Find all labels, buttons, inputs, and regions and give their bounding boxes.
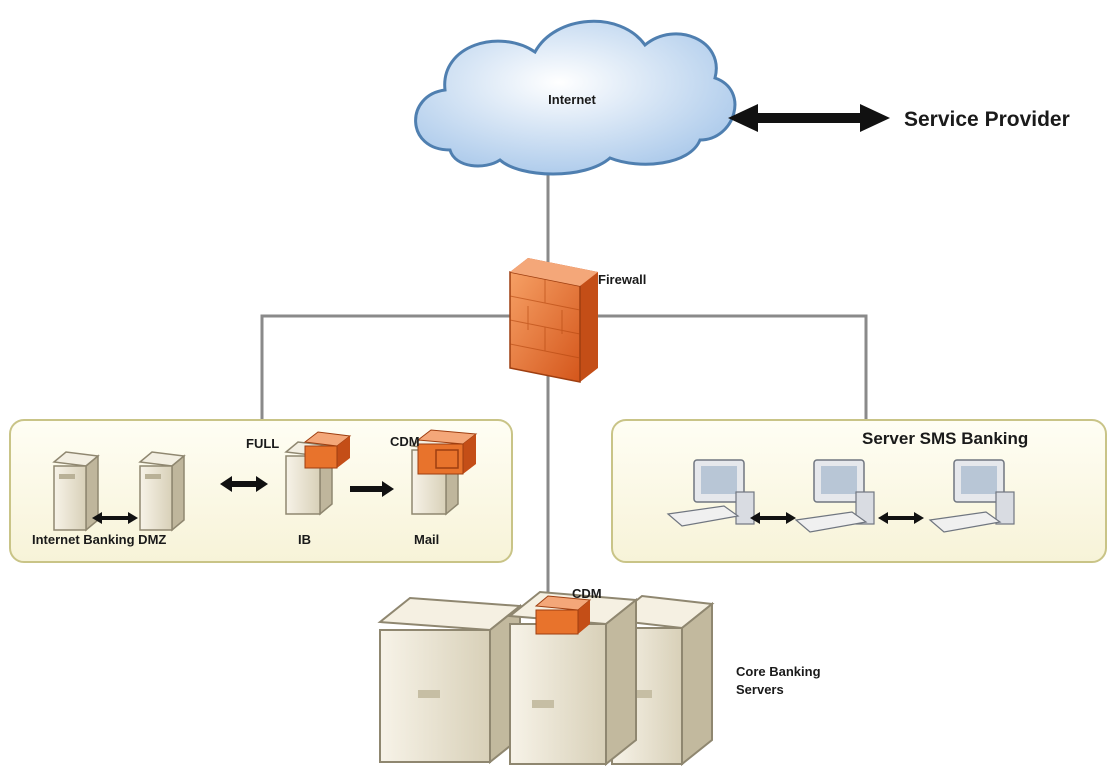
sms-banking-panel: Server SMS Banking (611, 419, 1107, 563)
ib-firewall-module-icon (303, 431, 352, 469)
full-label: FULL (246, 436, 279, 451)
core-banking-servers-icon (377, 590, 715, 767)
sms-link-arrow (878, 512, 924, 524)
cdm-mail-label: CDM (390, 434, 420, 449)
dmz-server-icon (138, 451, 186, 532)
firewall-label: Firewall (598, 272, 646, 287)
internet-label: Internet (548, 92, 596, 107)
core-banking-servers-label: Servers (736, 682, 784, 697)
internet-banking-dmz-label: Internet Banking DMZ (32, 532, 166, 547)
service-provider-label: Service Provider (904, 108, 1070, 131)
ib-to-mail-arrow (350, 481, 394, 497)
workstation-icon (794, 459, 875, 533)
internet-banking-panel: FULL CDM Internet Banking DMZ IB Mail (9, 419, 513, 563)
dmz-server-icon (52, 451, 100, 532)
mail-firewall-module-icon (416, 429, 478, 475)
cdm-core-label: CDM (572, 586, 602, 601)
dmz-to-ib-arrow (220, 476, 268, 492)
workstation-icon (666, 459, 755, 527)
firewall-icon (509, 258, 598, 383)
mail-label: Mail (414, 532, 439, 547)
workstation-icon (928, 459, 1015, 533)
dmz-link-arrow (92, 512, 138, 524)
server-sms-banking-label: Server SMS Banking (862, 429, 1028, 448)
core-banking-label: Core Banking (736, 664, 821, 679)
service-provider-arrow (728, 104, 890, 132)
core-firewall-module-icon (534, 595, 592, 635)
internet-cloud: Internet (414, 19, 737, 176)
ib-label: IB (298, 532, 311, 547)
sms-link-arrow (750, 512, 796, 524)
